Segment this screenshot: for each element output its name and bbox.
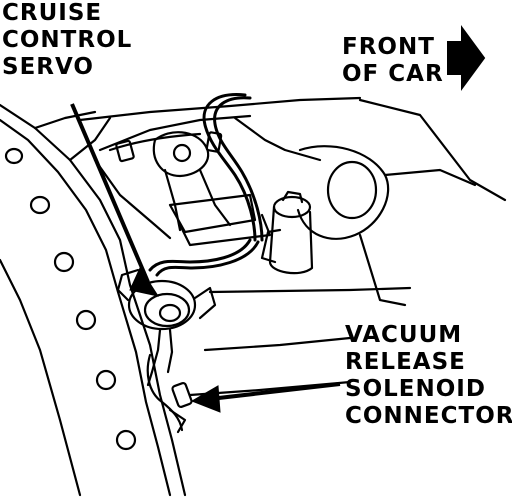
servo-leader-arrow — [70, 103, 160, 297]
fender-panel — [0, 103, 187, 497]
strut-tower — [296, 98, 507, 307]
front-direction-arrow — [447, 24, 486, 92]
cruise-servo-body — [116, 268, 217, 387]
label-line: VACUUM — [345, 322, 463, 348]
vacuum-hoses — [148, 93, 264, 277]
label-line: CRUISE — [2, 0, 103, 26]
label-line: SOLENOID — [345, 376, 486, 402]
label-line: CONNECTOR — [345, 403, 512, 429]
label-line: FRONT — [342, 34, 435, 60]
solenoid-connector — [146, 353, 193, 434]
label-line: OF CAR — [342, 61, 444, 87]
label-line: CONTROL — [2, 27, 133, 53]
canister — [260, 190, 314, 275]
label-line: SERVO — [2, 54, 94, 80]
engine-top — [78, 96, 362, 247]
label-line: RELEASE — [345, 349, 466, 375]
connector-leader-arrow — [190, 382, 341, 413]
